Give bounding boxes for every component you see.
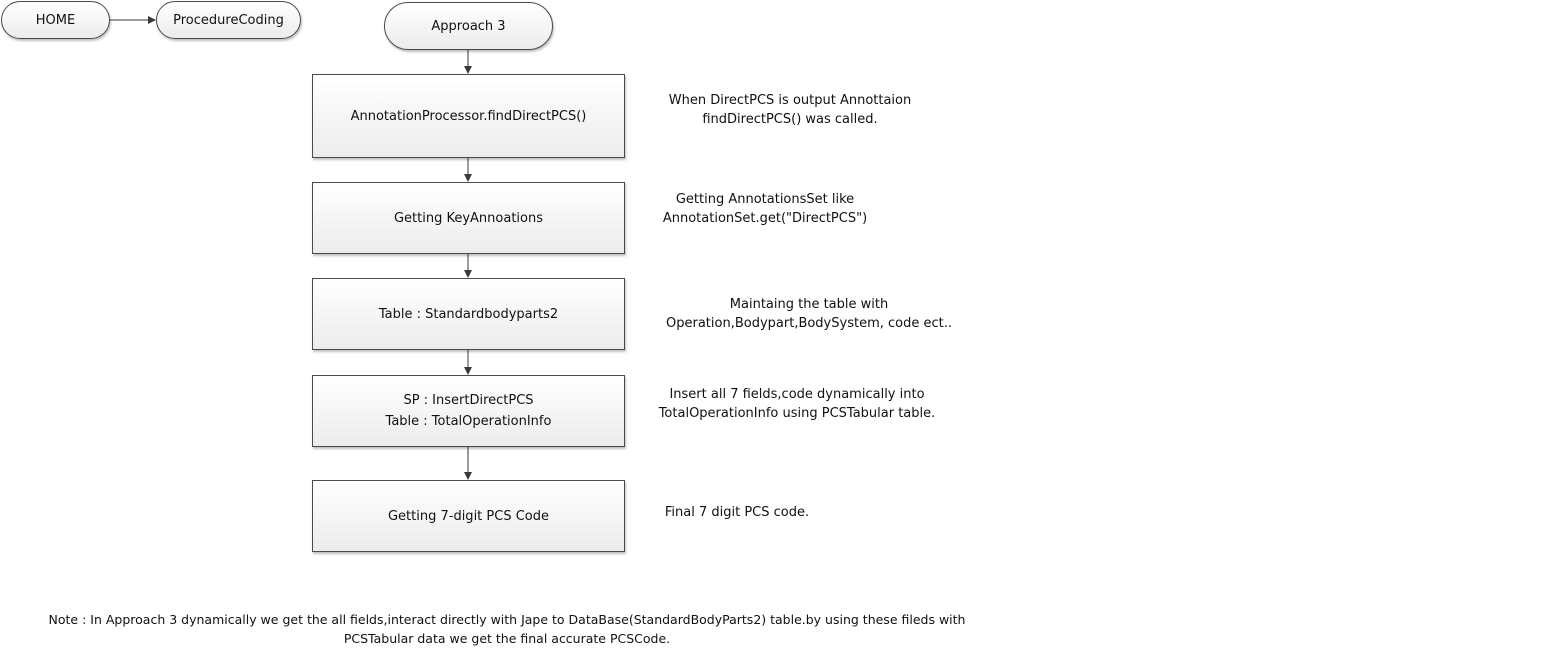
annotation-final-code: Final 7 digit PCS code. bbox=[587, 503, 887, 522]
annotation-line: When DirectPCS is output Annottaion bbox=[668, 93, 912, 108]
annotation-line: Getting AnnotationsSet like bbox=[675, 192, 855, 207]
footer-note-line: PCSTabular data we get the final accurat… bbox=[343, 631, 671, 646]
procedure-coding-node[interactable]: ProcedureCoding bbox=[156, 1, 301, 39]
step-text-line: Table : Standardbodyparts2 bbox=[378, 306, 559, 322]
process-step-get-pcs-code: Getting 7-digit PCS Code bbox=[312, 480, 625, 552]
approach-start-label: Approach 3 bbox=[431, 18, 506, 34]
annotation-maintaining-table: Maintaing the table with Operation,Bodyp… bbox=[659, 295, 959, 333]
procedure-coding-label: ProcedureCoding bbox=[173, 12, 284, 28]
annotation-find-direct-pcs: When DirectPCS is output Annottaion find… bbox=[640, 91, 940, 129]
footer-note: Note : In Approach 3 dynamically we get … bbox=[0, 610, 1014, 648]
step-text-line: Table : TotalOperationInfo bbox=[385, 414, 552, 429]
step-text-line: Getting 7-digit PCS Code bbox=[387, 508, 549, 524]
annotation-line: Insert all 7 fields,code dynamically int… bbox=[669, 387, 925, 402]
process-step-getting-key-annotations: Getting KeyAnnoations bbox=[312, 182, 625, 254]
process-step-insert-direct-pcs: SP : InsertDirectPCS Table : TotalOperat… bbox=[312, 375, 625, 447]
annotation-line: Maintaing the table with bbox=[729, 297, 889, 312]
process-step-find-direct-pcs: AnnotationProcessor.findDirectPCS() bbox=[312, 74, 625, 158]
footer-note-line: Note : In Approach 3 dynamically we get … bbox=[48, 612, 966, 627]
annotation-line: TotalOperationInfo using PCSTabular tabl… bbox=[658, 406, 936, 421]
annotation-line: findDirectPCS() was called. bbox=[702, 112, 878, 127]
annotation-line: Operation,Bodypart,BodySystem, code ect.… bbox=[666, 316, 952, 331]
annotation-insert-fields: Insert all 7 fields,code dynamically int… bbox=[647, 385, 947, 423]
annotation-key-annotations: Getting AnnotationsSet like AnnotationSe… bbox=[615, 190, 915, 228]
step-text-line: AnnotationProcessor.findDirectPCS() bbox=[350, 108, 587, 124]
home-label: HOME bbox=[35, 12, 76, 28]
step-text-line: Getting KeyAnnoations bbox=[393, 210, 544, 226]
annotation-line: Final 7 digit PCS code. bbox=[664, 505, 810, 520]
home-node[interactable]: HOME bbox=[1, 1, 110, 39]
annotation-line: AnnotationSet.get("DirectPCS") bbox=[662, 211, 868, 226]
approach-start-node: Approach 3 bbox=[384, 2, 553, 50]
step-text-line: SP : InsertDirectPCS bbox=[403, 393, 534, 408]
process-step-standard-bodyparts-table: Table : Standardbodyparts2 bbox=[312, 278, 625, 350]
